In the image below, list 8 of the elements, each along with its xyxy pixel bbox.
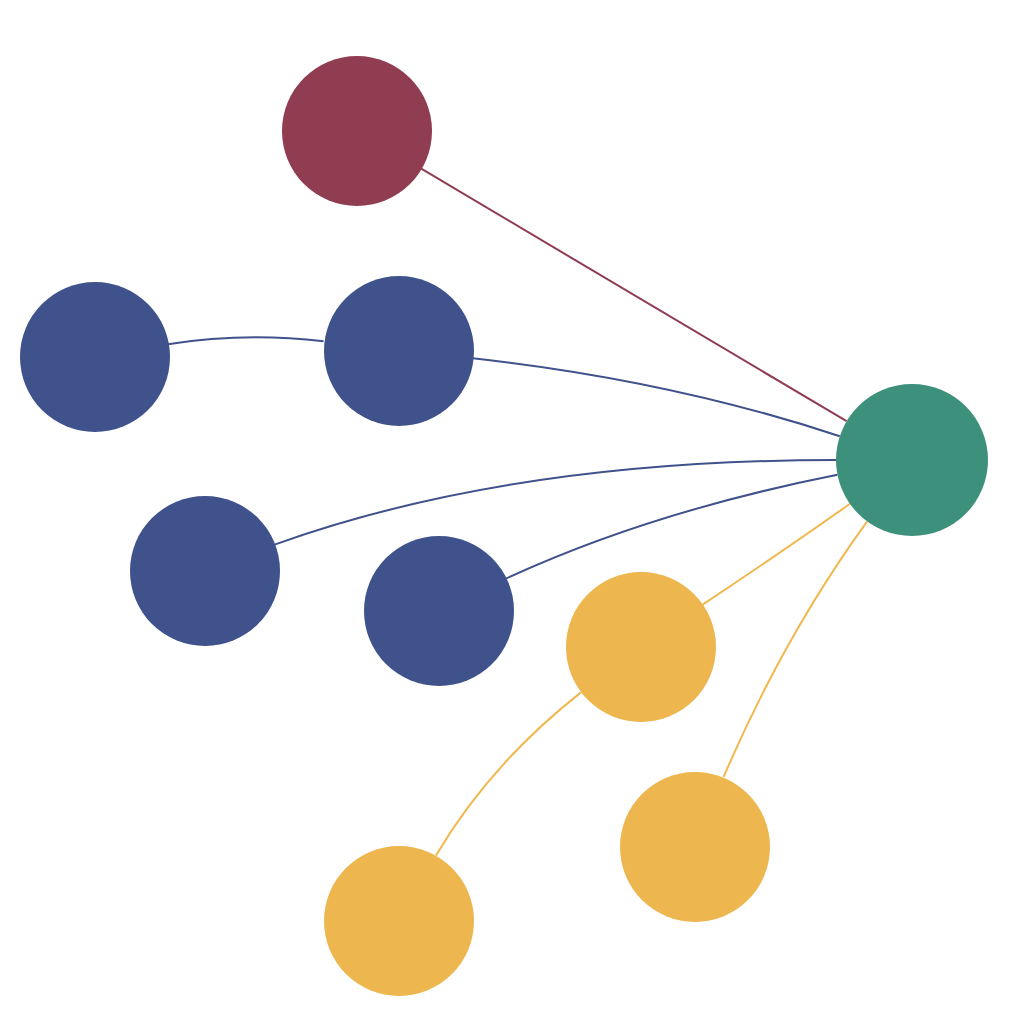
connector-line bbox=[273, 459, 837, 546]
connector-line bbox=[435, 691, 582, 857]
connector-line bbox=[701, 502, 851, 606]
connector-line bbox=[471, 357, 841, 438]
connector-line bbox=[419, 167, 848, 423]
connector-line bbox=[505, 473, 839, 580]
connector-line bbox=[722, 520, 869, 778]
connector-line bbox=[167, 336, 325, 346]
